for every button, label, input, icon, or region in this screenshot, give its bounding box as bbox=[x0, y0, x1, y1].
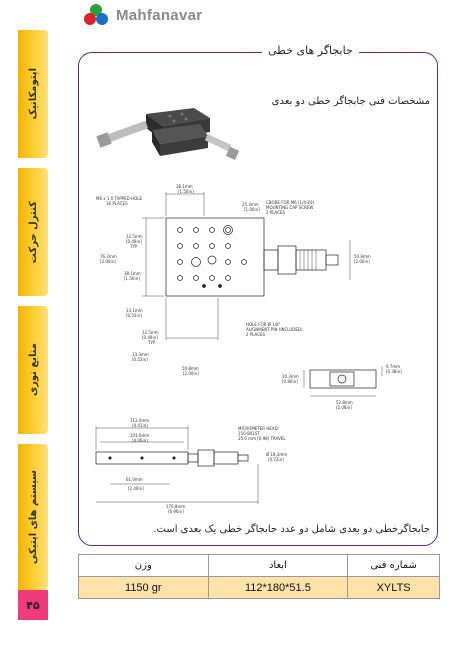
dim-52-8-in: [2.08in] bbox=[336, 405, 352, 410]
section-subtitle: مشخصات فنی جابجاگر خطی دو بعدی bbox=[271, 96, 430, 107]
label-cbore: CBORE FOR M6 (1/4-20) bbox=[266, 200, 314, 205]
dim-61: 61.0mm bbox=[126, 477, 143, 482]
brand-logo: Mahfanavar bbox=[84, 2, 202, 28]
cell-weight: 1150 gr bbox=[78, 576, 209, 599]
dim-9-7: 9.7mm bbox=[386, 364, 400, 369]
side-view bbox=[303, 366, 383, 397]
technical-drawing: 38.1mm [1.50in] M6 x 1.0 TAPPED HOLE 16 … bbox=[95, 108, 402, 514]
dim-101-6: 101.6mm bbox=[130, 433, 149, 438]
caption-text: جابجاگرخطی دو بعدی شامل دو عدد جابجاگر خ… bbox=[153, 524, 430, 535]
dim-9-7-in: [0.38in] bbox=[386, 369, 402, 374]
dim-38-1: 38.1mm bbox=[124, 271, 141, 276]
dim-13-3-in: [0.52in] bbox=[132, 357, 148, 362]
logo-circles-icon bbox=[84, 2, 110, 28]
dim-typ: TYP bbox=[129, 244, 138, 249]
dim-50-8-r: 50.8mm bbox=[354, 254, 371, 259]
dim-112-in: [4.41in] bbox=[132, 423, 148, 428]
sidebar: اپتومکانیک کنترل حرکت منابع نوری سیستم ه… bbox=[18, 30, 48, 590]
dim-50-8-b: 50.8mm bbox=[182, 366, 199, 371]
section-title: جابجاگر های خطی bbox=[262, 44, 359, 57]
spec-table: وزن ابعاد شماره فنی 1150 gr 112*180*51.5… bbox=[78, 554, 440, 599]
dim-61-in: [2.40in] bbox=[128, 486, 144, 491]
dim-76-2: 76.2mm bbox=[100, 254, 117, 259]
label-tapped-hole: M6 x 1.0 TAPPED HOLE bbox=[96, 196, 142, 201]
header-part-number: شماره فنی bbox=[347, 554, 440, 577]
dim-20-3: 20.3mm bbox=[282, 374, 299, 379]
label-cbore-3: 2 PLACES bbox=[266, 210, 286, 215]
cell-dimensions: 112*180*51.5 bbox=[207, 576, 349, 599]
dim-13-1: 13.1mm bbox=[126, 308, 143, 313]
label-tapped-hole-count: 16 PLACES bbox=[106, 201, 128, 206]
dim-50-8-b-in: [2.00in] bbox=[183, 371, 199, 376]
front-view bbox=[95, 426, 259, 504]
dim-38-1-in: [1.50in] bbox=[124, 276, 140, 281]
dim-top-width: 38.1mm bbox=[176, 184, 193, 189]
dim-12-5b-in: [0.49in] bbox=[142, 335, 158, 340]
sidebar-tab-motion-control[interactable]: کنترل حرکت bbox=[18, 168, 48, 296]
header-dimensions: ابعاد bbox=[207, 554, 349, 577]
dim-50-8-r-in: [2.00in] bbox=[354, 259, 370, 264]
label-hole-pin-2: ALIGNMENT PIN (INCLUDED) bbox=[246, 327, 303, 332]
page-number: ۴۵ bbox=[18, 590, 48, 620]
dim-20-3-in: [0.80in] bbox=[282, 379, 298, 384]
table-header-row: وزن ابعاد شماره فنی bbox=[78, 554, 440, 577]
label-micrometer: MICROMETER HEAD: bbox=[238, 426, 279, 431]
header-weight: وزن bbox=[78, 554, 209, 577]
dim-cbore-in: [1.00in] bbox=[244, 207, 260, 212]
label-micrometer-2: 150-801ST bbox=[238, 431, 260, 436]
label-micrometer-3: 25.0 mm [0.98] TRAVEL bbox=[238, 436, 286, 441]
sidebar-tab-light-sources[interactable]: منابع نوری bbox=[18, 306, 48, 434]
table-row: 1150 gr 112*180*51.5 XYLTS bbox=[78, 576, 440, 599]
dim-12-5-in: [0.49in] bbox=[126, 239, 142, 244]
dim-13-1-in: [0.52in] bbox=[126, 313, 142, 318]
brand-name: Mahfanavar bbox=[116, 6, 203, 24]
dim-101-6-in: [4.00in] bbox=[132, 438, 148, 443]
dim-top-width-in: [1.50in] bbox=[178, 189, 194, 194]
product-photo bbox=[96, 108, 240, 160]
dim-13-3: 13.3mm bbox=[132, 352, 149, 357]
sidebar-tab-optical-systems[interactable]: سیستم های اپتیکی bbox=[18, 444, 48, 590]
label-hole-pin-3: 2 PLACES bbox=[246, 332, 266, 337]
sidebar-tab-optomechanics[interactable]: اپتومکانیک bbox=[18, 30, 48, 158]
dim-112: 112.0mm bbox=[130, 418, 149, 423]
dim-52-8: 52.8mm bbox=[336, 400, 353, 405]
top-view bbox=[142, 192, 351, 340]
dim-cbore: 25.4mm bbox=[242, 202, 259, 207]
dim-12-5b: 12.5mm bbox=[142, 330, 159, 335]
dim-76-2-in: [3.00in] bbox=[100, 259, 116, 264]
dim-12-5: 12.5mm bbox=[126, 234, 143, 239]
dim-176-8: 176.8mm bbox=[166, 504, 185, 509]
content-frame bbox=[78, 52, 438, 546]
label-hole-pin: HOLE FOR Ø 1/8" bbox=[246, 322, 281, 327]
dim-typ2: TYP bbox=[147, 340, 156, 345]
cell-part-number: XYLTS bbox=[347, 576, 440, 599]
dim-18-3-in: [0.72in] bbox=[268, 457, 284, 462]
label-cbore-2: MOUNTING CAP SCREW bbox=[266, 205, 313, 210]
dim-176-8-in: [6.96in] bbox=[168, 509, 184, 514]
dim-18-3: Ø 18.3mm bbox=[266, 452, 287, 457]
